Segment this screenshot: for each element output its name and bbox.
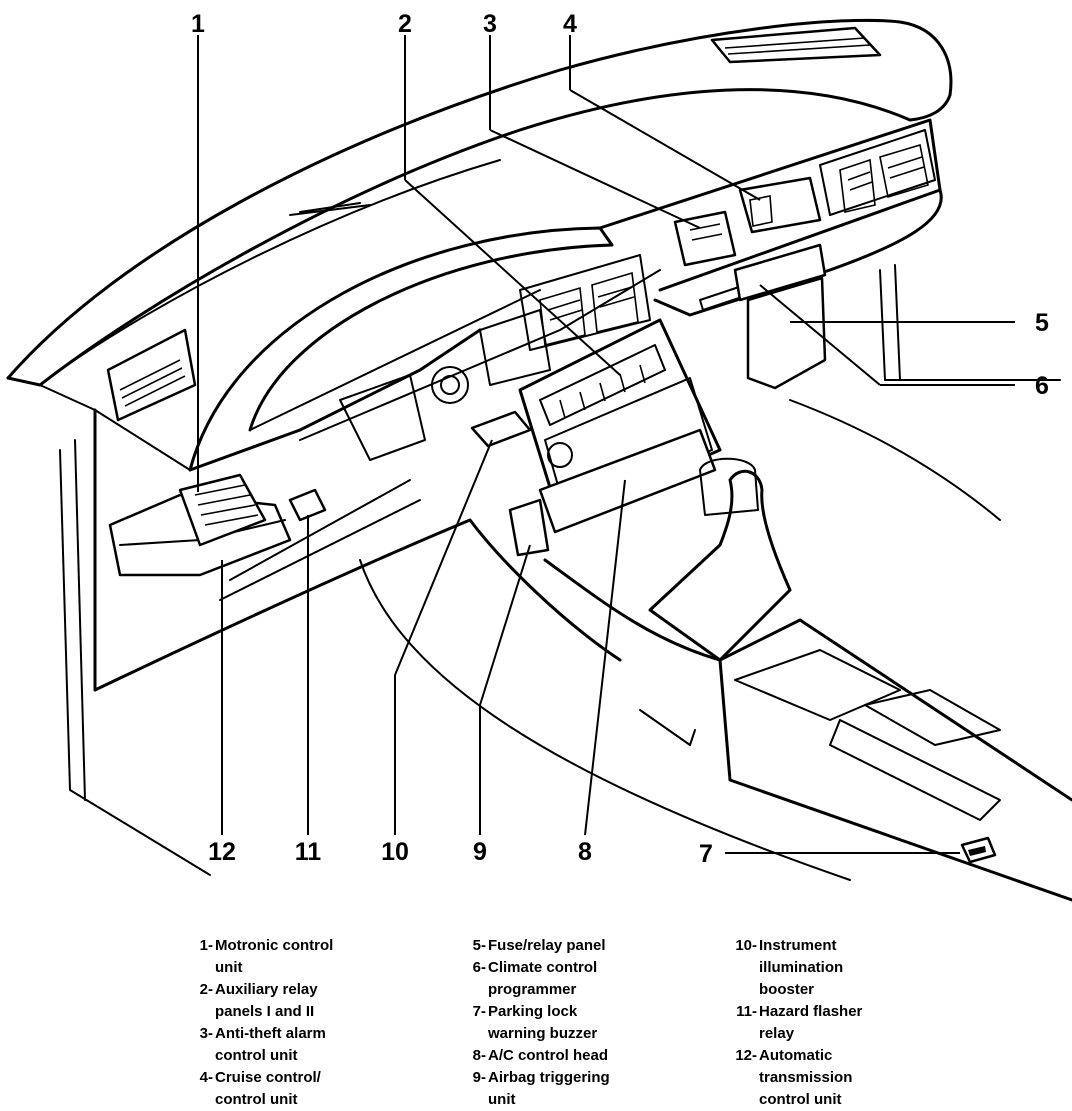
legend-item: 10-Instrument illumination booster <box>722 935 862 1001</box>
legend-number: 2 <box>199 981 208 998</box>
legend-number: 3 <box>199 1025 208 1042</box>
callout-12: 12 <box>208 838 236 866</box>
legend-column-1: 1-Motronic control unit 2-Auxiliary rela… <box>188 935 334 1111</box>
legend-item: 12-Automatic transmission control unit <box>722 1045 862 1111</box>
callout-1: 1 <box>191 10 205 38</box>
legend-column-2: 5-Fuse/relay panel 6-Climate control pro… <box>455 935 610 1111</box>
callout-11: 11 <box>295 838 322 866</box>
legend-label: Automatic transmission control unit <box>759 1047 853 1108</box>
legend-label: Cruise control/ control unit <box>215 1069 321 1108</box>
callout-7: 7 <box>699 840 713 868</box>
callout-3: 3 <box>483 10 497 38</box>
dashboard-diagram: 1 2 3 4 5 6 7 8 9 10 11 12 <box>6 10 1072 902</box>
legend-number: 8 <box>472 1047 481 1064</box>
legend-column-3: 10-Instrument illumination booster 11-Ha… <box>722 935 862 1111</box>
callout-2: 2 <box>398 10 412 38</box>
legend-number: 10 <box>735 937 752 954</box>
legend-label: Instrument illumination booster <box>759 937 844 998</box>
callout-5: 5 <box>1035 309 1049 337</box>
legend-number: 11 <box>736 1003 752 1020</box>
center-console <box>431 254 1072 902</box>
legend-item: 1-Motronic control unit <box>188 935 334 979</box>
legend-item: 2-Auxiliary relay panels I and II <box>188 979 333 1023</box>
components <box>108 176 1061 864</box>
legend-item: 4-Cruise control/ control unit <box>188 1067 333 1111</box>
component-10 <box>470 410 532 448</box>
legend: 1-Motronic control unit 2-Auxiliary rela… <box>0 935 1072 1110</box>
legend-label: Climate control programmer <box>488 959 598 998</box>
legend-label: Auxiliary relay panels I and II <box>215 981 318 1020</box>
legend-number: 5 <box>472 937 481 954</box>
component-5 <box>733 243 827 302</box>
legend-number: 7 <box>472 1003 481 1020</box>
callout-8: 8 <box>578 838 592 866</box>
callout-10: 10 <box>381 838 409 866</box>
legend-label: Fuse/relay panel <box>488 937 606 954</box>
legend-item: 9-Airbag triggering unit <box>455 1067 610 1111</box>
left-dash <box>59 328 851 881</box>
callout-4: 4 <box>563 10 577 38</box>
component-4 <box>738 176 822 234</box>
component-9 <box>508 498 550 557</box>
legend-label: A/C control head <box>488 1047 609 1064</box>
component-1 <box>178 473 267 547</box>
legend-number: 12 <box>735 1047 752 1064</box>
callout-6: 6 <box>1035 372 1049 400</box>
legend-number: 9 <box>472 1069 481 1086</box>
component-6 <box>746 276 827 390</box>
right-dash <box>598 118 943 317</box>
component-11 <box>288 488 327 522</box>
legend-item: 11-Hazard flasher relay <box>722 1001 862 1045</box>
legend-item: 8-A/C control head <box>455 1045 610 1067</box>
legend-number: 6 <box>472 959 481 976</box>
legend-number: 4 <box>199 1069 208 1086</box>
legend-label: Anti-theft alarm control unit <box>215 1025 326 1064</box>
leader-lines <box>197 35 1015 854</box>
legend-label: Parking lock warning buzzer <box>488 1003 598 1042</box>
component-3 <box>673 210 737 267</box>
legend-label: Motronic control unit <box>215 937 334 976</box>
legend-item: 5-Fuse/relay panel <box>455 935 610 957</box>
legend-item: 3-Anti-theft alarm control unit <box>188 1023 333 1067</box>
legend-label: Hazard flasher relay <box>759 1003 863 1042</box>
legend-number: 1 <box>199 937 208 954</box>
legend-item: 6-Climate control programmer <box>455 957 610 1001</box>
legend-item: 7-Parking lock warning buzzer <box>455 1001 610 1045</box>
legend-label: Airbag triggering unit <box>488 1069 610 1108</box>
callouts: 1 2 3 4 5 6 7 8 9 10 11 12 <box>191 10 1049 868</box>
callout-9: 9 <box>473 838 487 866</box>
